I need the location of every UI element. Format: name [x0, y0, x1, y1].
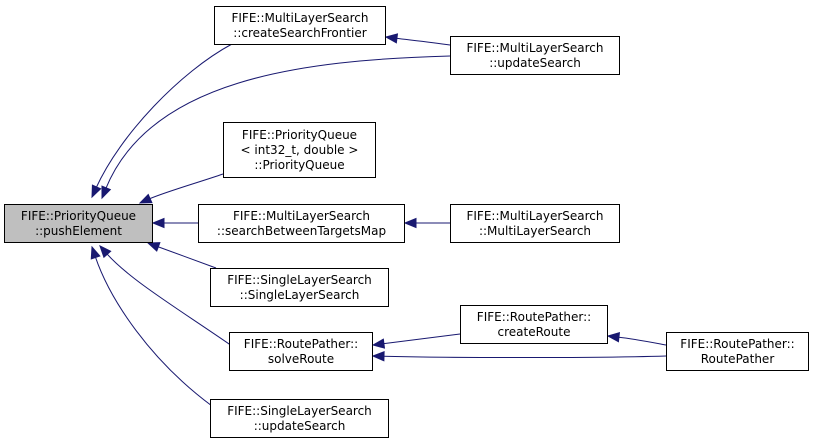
- node-label-line: FIFE::MultiLayerSearch: [466, 41, 603, 55]
- node-label-line: FIFE::RoutePather::: [680, 337, 794, 351]
- edge-line: [106, 253, 233, 347]
- node-push-element[interactable]: FIFE::PriorityQueue::pushElement: [4, 204, 153, 243]
- node-sls-update-search[interactable]: FIFE::SingleLayerSearch::updateSearch: [210, 399, 389, 438]
- node-label-line: FIFE::MultiLayerSearch: [233, 209, 370, 223]
- arrowhead-icon: [91, 184, 102, 199]
- arrowhead-icon: [403, 217, 417, 229]
- edge-line: [157, 246, 217, 269]
- node-label-line: FIFE::PriorityQueue: [21, 209, 136, 223]
- edge-multi_layer_search_ctor-to-search_between_targets_map: [403, 217, 451, 229]
- node-label-line: < int32_t, double >: [241, 143, 359, 157]
- node-label-line: FIFE::SingleLayerSearch: [227, 404, 372, 418]
- arrowhead-icon: [99, 245, 112, 259]
- node-mls-update-search[interactable]: FIFE::MultiLayerSearch::updateSearch: [450, 36, 620, 75]
- edge-create_search_frontier-to-push_element: [91, 43, 233, 199]
- node-box: [450, 36, 620, 75]
- arrowhead-icon: [384, 33, 399, 44]
- edge-mls_update_search-to-create_search_frontier: [384, 33, 451, 46]
- edge-line: [395, 37, 451, 46]
- node-single-layer-search-ctor[interactable]: FIFE::SingleLayerSearch::SingleLayerSear…: [210, 268, 389, 307]
- node-label-line: ::MultiLayerSearch: [479, 224, 591, 238]
- node-label-line: ::updateSearch: [254, 419, 346, 433]
- node-priority-queue-ctor[interactable]: FIFE::PriorityQueue< int32_t, double >::…: [223, 122, 376, 178]
- arrowhead-icon: [101, 185, 112, 200]
- nodes-layer: FIFE::PriorityQueue::pushElement FIFE::Mu…: [4, 6, 809, 438]
- node-label-line: ::SingleLayerSearch: [240, 288, 360, 302]
- node-label-line: FIFE::RoutePather::: [477, 310, 591, 324]
- arrowhead-icon: [371, 351, 385, 362]
- edge-create_route-to-solve_route: [371, 333, 461, 349]
- edge-line: [382, 355, 667, 359]
- edge-line: [95, 43, 233, 189]
- edge-line: [105, 55, 451, 189]
- node-create-search-frontier[interactable]: FIFE::MultiLayerSearch::createSearchFron…: [214, 6, 386, 45]
- edge-single_layer_search_ctor-to-push_element: [146, 242, 217, 269]
- node-label-line: FIFE::MultiLayerSearch: [231, 11, 368, 25]
- node-label-line: createRoute: [498, 325, 571, 339]
- edge-route_pather_ctor-to-solve_route: [371, 351, 667, 362]
- edges-layer: [90, 33, 667, 407]
- node-box: [450, 204, 620, 243]
- node-box: [210, 399, 389, 438]
- edge-line: [94, 256, 213, 407]
- node-box: [229, 332, 373, 371]
- node-label-line: ::createSearchFrontier: [233, 26, 366, 40]
- node-label-line: ::searchBetweenTargetsMap: [217, 224, 386, 238]
- edge-mls_update_search-to-push_element: [101, 55, 451, 200]
- node-multi-layer-search-ctor[interactable]: FIFE::MultiLayerSearch::MultiLayerSearch: [450, 204, 620, 243]
- node-create-route[interactable]: FIFE::RoutePather::createRoute: [460, 305, 608, 344]
- node-label-line: ::updateSearch: [489, 56, 581, 70]
- node-label-line: FIFE::PriorityQueue: [242, 128, 357, 142]
- arrowhead-icon: [146, 242, 161, 252]
- node-label-line: ::PriorityQueue: [254, 158, 344, 172]
- node-box: [4, 204, 153, 243]
- node-box: [460, 305, 608, 344]
- arrowhead-icon: [606, 332, 621, 343]
- node-label-line: FIFE::RoutePather::: [244, 337, 358, 351]
- node-solve-route[interactable]: FIFE::RoutePather::solveRoute: [229, 332, 373, 371]
- edge-line: [382, 333, 461, 345]
- edge-search_between_targets_map-to-push_element: [151, 217, 199, 229]
- edge-line: [617, 336, 667, 346]
- node-label-line: FIFE::MultiLayerSearch: [466, 209, 603, 223]
- arrowhead-icon: [151, 217, 165, 229]
- edge-solve_route-to-push_element: [99, 245, 233, 347]
- node-label-line: FIFE::SingleLayerSearch: [227, 273, 372, 287]
- arrowhead-icon: [138, 193, 153, 204]
- edge-route_pather_ctor-to-create_route: [606, 332, 667, 346]
- node-route-pather-ctor[interactable]: FIFE::RoutePather::RoutePather: [666, 332, 809, 371]
- node-search-between-targets-map[interactable]: FIFE::MultiLayerSearch::searchBetweenTar…: [198, 204, 405, 243]
- node-box: [223, 122, 376, 178]
- node-box: [666, 332, 809, 371]
- edge-line: [148, 173, 224, 200]
- node-box: [198, 204, 405, 243]
- arrowhead-icon: [371, 338, 386, 349]
- node-label-line: RoutePather: [701, 352, 775, 366]
- node-label-line: ::pushElement: [35, 224, 122, 238]
- node-label-line: solveRoute: [268, 352, 334, 366]
- node-box: [210, 268, 389, 307]
- arrowhead-icon: [90, 245, 101, 260]
- node-box: [214, 6, 386, 45]
- edge-priority_queue_ctor-to-push_element: [138, 173, 224, 204]
- edge-sls_update_search-to-push_element: [90, 245, 213, 407]
